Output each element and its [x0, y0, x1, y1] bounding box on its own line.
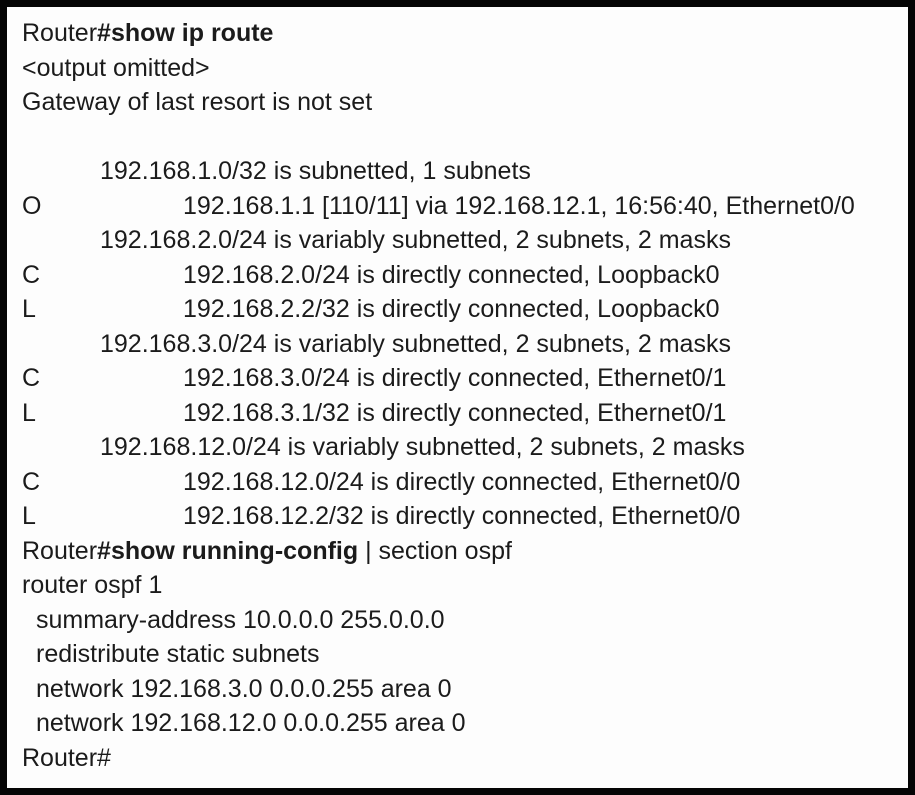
route-entry-text: 192.168.3.1/32 is directly connected, Et…	[183, 398, 727, 427]
route-entry-text: 192.168.2.0/24 is directly connected, Lo…	[183, 260, 720, 289]
terminal-output: Router#show ip route<output omitted>Gate…	[7, 7, 908, 775]
terminal-text-line: Gateway of last resort is not set	[22, 88, 373, 116]
terminal-text-line: <output omitted>	[22, 53, 210, 82]
terminal-text-line: 192.168.3.0/24 is variably subnetted, 2 …	[100, 329, 731, 358]
route-entry-text: 192.168.12.2/32 is directly connected, E…	[183, 502, 741, 530]
terminal-text-line: 192.168.2.0/24 is variably subnetted, 2 …	[100, 226, 731, 254]
cli-command-line: Router#show ip route	[22, 16, 904, 51]
cli-prompt: Router	[22, 536, 98, 565]
route-code-letter: C	[22, 467, 41, 496]
route-entry-line: L 192.168.2.2/32 is directly connected, L…	[22, 292, 904, 327]
route-entry-line: L 192.168.3.1/32 is directly connected, E…	[22, 396, 904, 431]
terminal-text-line: Router#	[22, 743, 111, 772]
cli-command-text: #show running-config	[97, 536, 359, 565]
terminal-text-line: router ospf 1	[22, 571, 163, 599]
route-entry-text: 192.168.1.1 [110/11] via 192.168.12.1, 1…	[183, 191, 855, 220]
cli-command-suffix: | section ospf	[358, 536, 512, 565]
route-code-letter: L	[22, 502, 36, 530]
terminal-text-line: 192.168.12.0/24 is variably subnetted, 2…	[100, 433, 745, 461]
route-entry-line: C 192.168.2.0/24 is directly connected, L…	[22, 258, 904, 293]
route-entry-text: 192.168.3.0/24 is directly connected, Et…	[183, 364, 727, 392]
route-entry-text: 192.168.2.2/32 is directly connected, Lo…	[183, 295, 720, 323]
route-code-letter: C	[22, 364, 41, 392]
route-entry-line: C 192.168.3.0/24 is directly connected, E…	[22, 361, 904, 396]
cli-prompt: Router	[22, 19, 98, 47]
terminal-text-line: network 192.168.3.0 0.0.0.255 area 0	[36, 674, 452, 703]
route-entry-text: 192.168.12.0/24 is directly connected, E…	[183, 467, 741, 496]
terminal-text-line: 192.168.1.0/32 is subnetted, 1 subnets	[100, 157, 531, 185]
route-entry-line: C 192.168.12.0/24 is directly connected, …	[22, 465, 904, 500]
terminal-text-line: network 192.168.12.0 0.0.0.255 area 0	[36, 709, 466, 737]
cli-command-text: #show ip route	[97, 19, 274, 47]
terminal-text-line: summary-address 10.0.0.0 255.0.0.0	[36, 605, 445, 634]
route-entry-line: O 192.168.1.1 [110/11] via 192.168.12.1, …	[22, 189, 904, 224]
route-code-letter: L	[22, 295, 36, 323]
route-code-letter: O	[22, 191, 42, 220]
route-code-letter: C	[22, 260, 41, 289]
terminal-text-line: redistribute static subnets	[36, 640, 320, 668]
cli-command-line: Router#show running-config | section osp…	[22, 534, 904, 569]
route-code-letter: L	[22, 398, 36, 427]
route-entry-line: L 192.168.12.2/32 is directly connected, …	[22, 499, 904, 534]
terminal-blank-line	[22, 120, 904, 155]
